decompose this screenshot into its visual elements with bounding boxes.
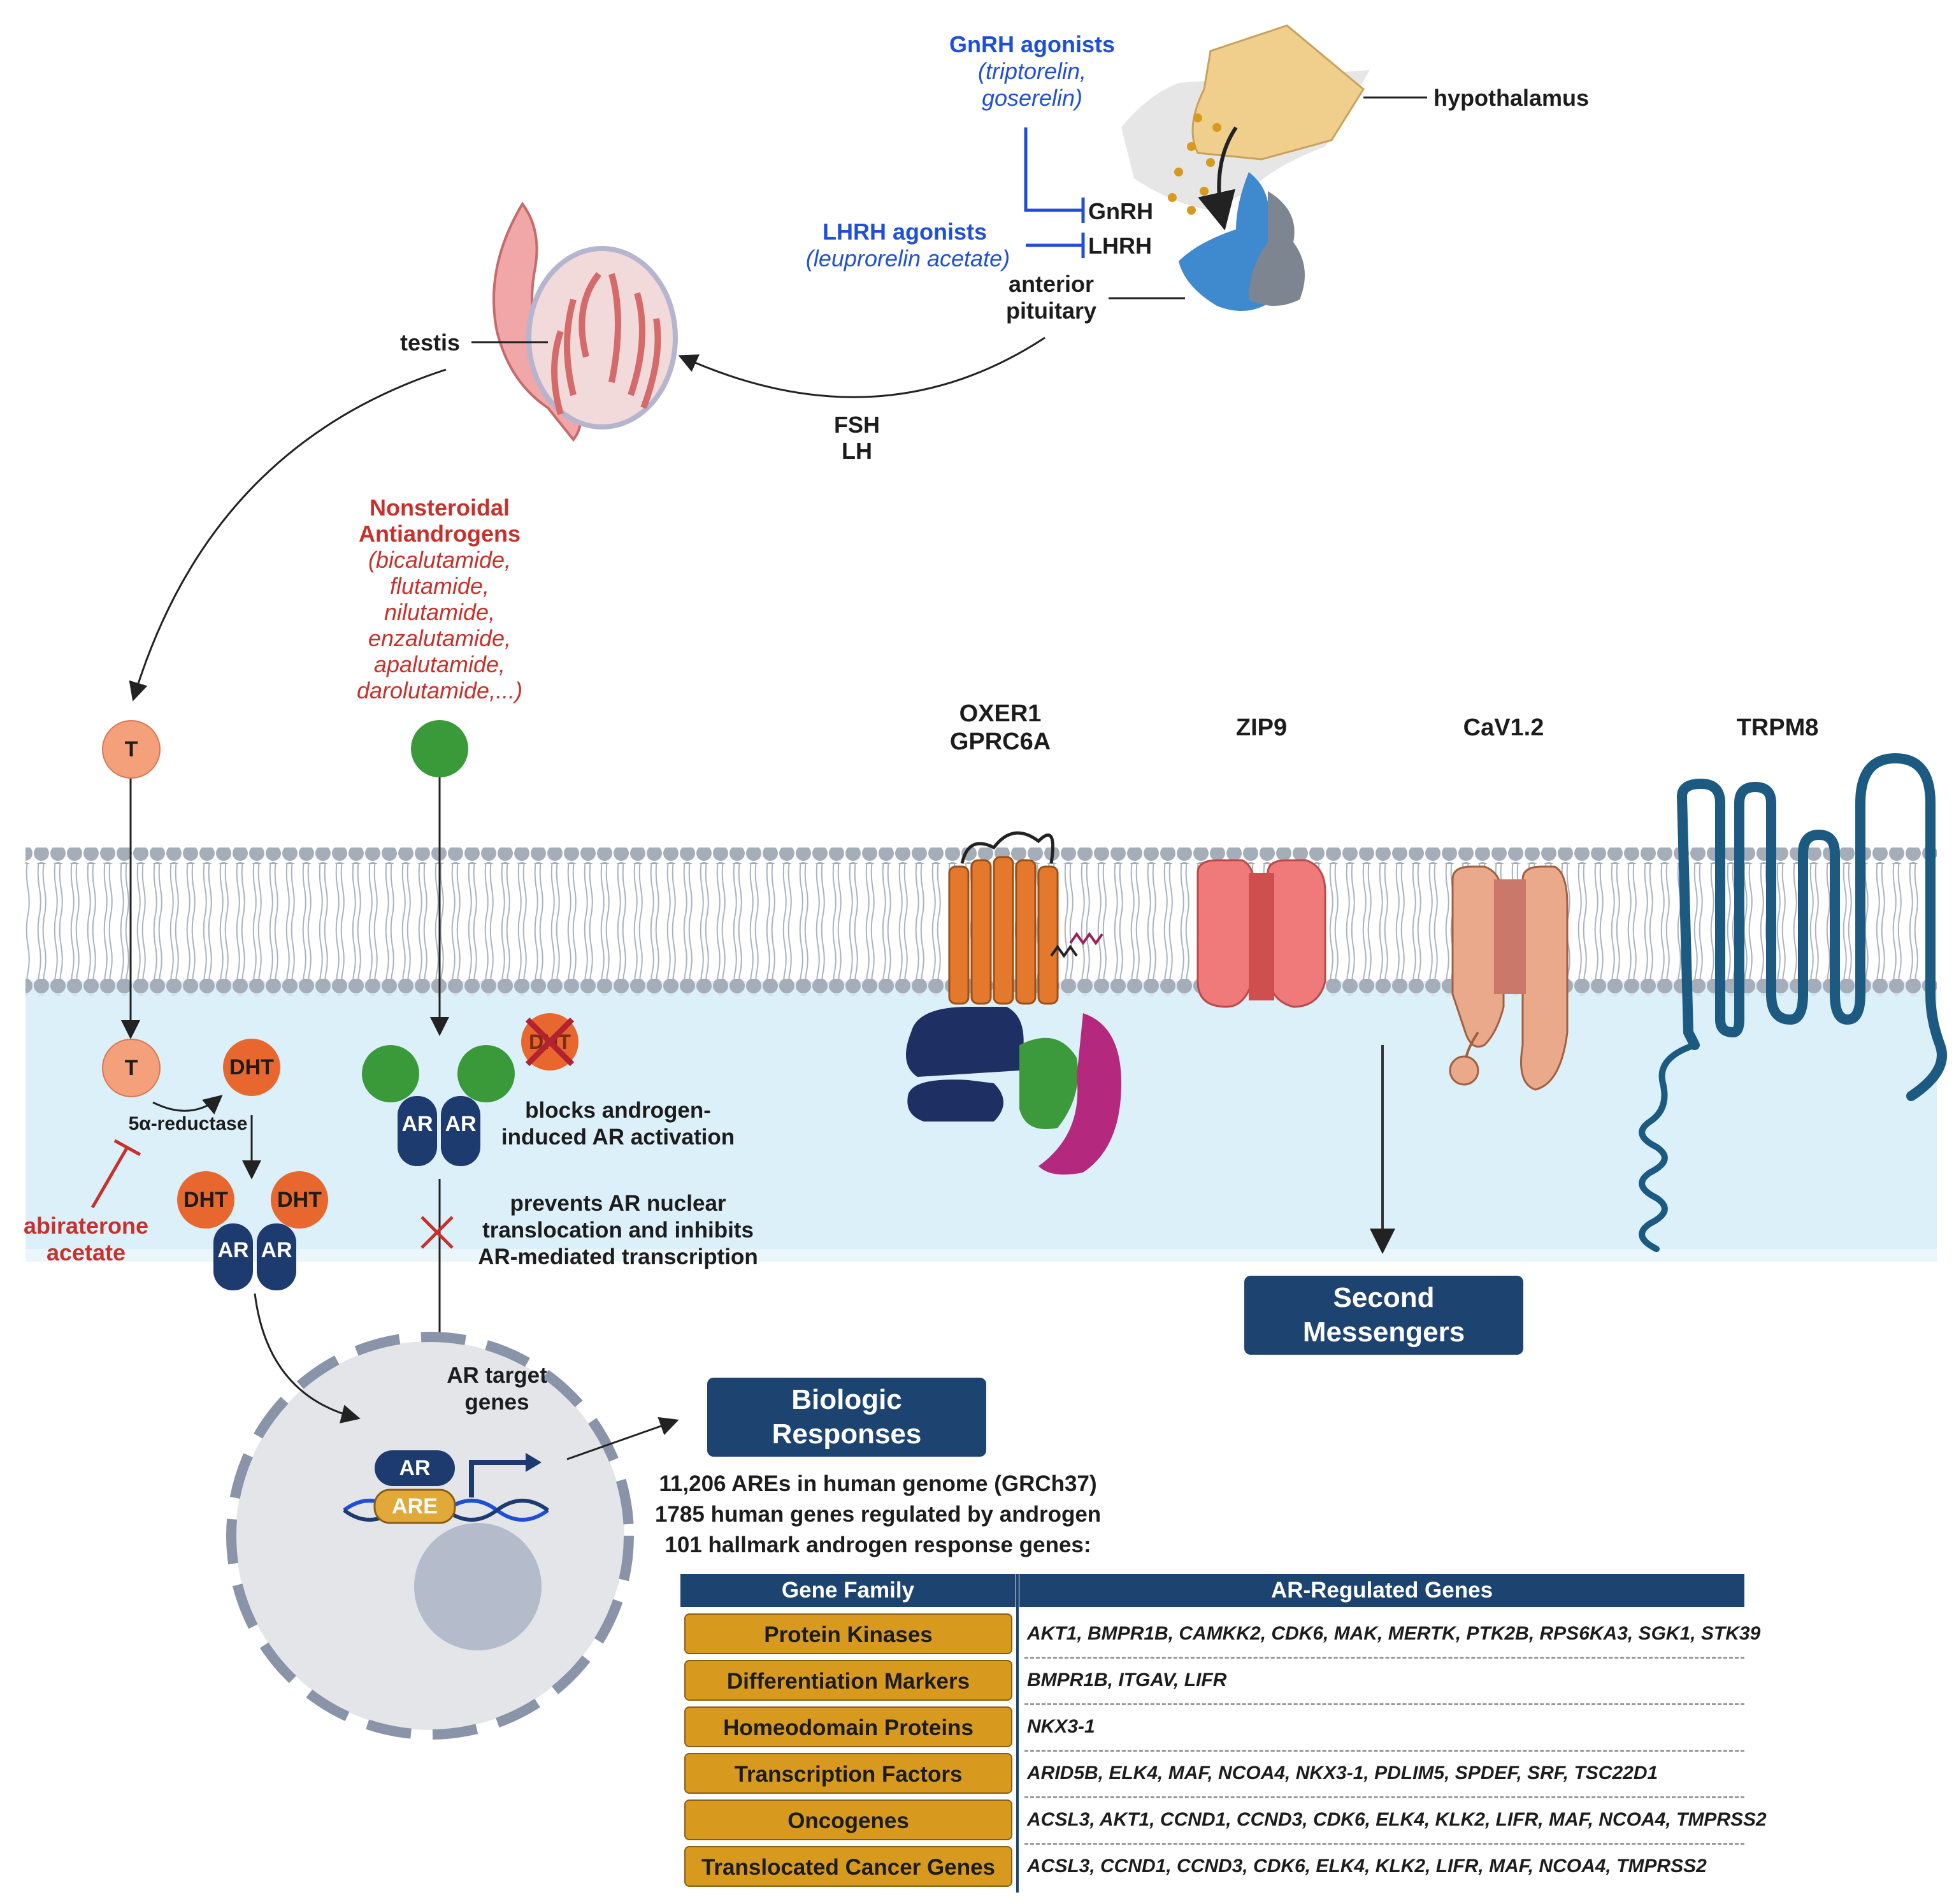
nucleus [226, 1332, 634, 1740]
row-separator [1024, 1703, 1744, 1705]
ar-regulated-genes-cell: AKT1, BMPR1B, CAMKK2, CDK6, MAK, MERTK, … [1027, 1623, 1761, 1644]
table-header-family: Gene Family [680, 1574, 1016, 1607]
antiandrogen-drug-line: (bicalutamide, [368, 547, 512, 573]
ar-left-monomer-a: AR [217, 1238, 249, 1262]
gene-family-cell: Oncogenes [684, 1799, 1012, 1840]
gene-family-cell: Differentiation Markers [684, 1660, 1012, 1701]
testosterone-node-bottom: T [102, 1039, 161, 1097]
oxer1-label: OXER1 [959, 700, 1042, 727]
ar-dimer-middle [398, 1096, 480, 1166]
ar-target-genes-line2: genes [464, 1390, 529, 1415]
antiandrogens-title-line2: Antiandrogens [358, 521, 521, 547]
cav12-channel [1449, 865, 1569, 1091]
row-separator [1024, 1796, 1744, 1798]
lhrh-agonists-drugs: (leuprorelin acetate) [805, 245, 1010, 271]
gene-family-cell: Translocated Cancer Genes [684, 1846, 1012, 1887]
ar-dimer-left [213, 1223, 296, 1290]
antiandrogen-drug-line: flutamide, [389, 573, 490, 599]
prevents-text-line1: prevents AR nuclear [510, 1191, 726, 1216]
second-messengers-line1: Second [1333, 1282, 1435, 1313]
second-messengers-box: Second Messengers [1244, 1276, 1523, 1355]
are-label: ARE [392, 1494, 438, 1518]
cav12-label: CaV1.2 [1463, 714, 1544, 741]
dht-node: DHT [223, 1039, 280, 1096]
hypothalamus-label: hypothalamus [1433, 85, 1590, 111]
gene-family-cell: Protein Kinases [684, 1613, 1012, 1654]
biologic-responses-line1: Biologic [791, 1384, 902, 1415]
stat-hallmark-genes: 101 hallmark androgen response genes: [665, 1533, 1091, 1557]
ar-regulated-genes-cell: ARID5B, ELK4, MAF, NCOA4, NKX3-1, PDLIM5… [1027, 1763, 1658, 1784]
row-separator [1024, 1657, 1744, 1659]
ar-regulated-genes-cell: ACSL3, CCND1, CCND3, CDK6, ELK4, KLK2, L… [1027, 1856, 1707, 1877]
row-separator [1024, 1843, 1744, 1845]
antiandrogen-drug-line: enzalutamide, [368, 625, 512, 651]
dht-bound-left: DHT [177, 1171, 234, 1229]
lh-label: LH [842, 438, 872, 464]
row-separator [1024, 1750, 1744, 1752]
gnrh-agonists-title: GnRH agonists [949, 31, 1115, 57]
anterior-pituitary-label-line1: anterior [1008, 271, 1095, 297]
antiandrogen-drug-line: apalutamide, [373, 651, 506, 677]
blocks-text-line2: induced AR activation [501, 1125, 735, 1150]
anterior-pituitary-label-line2: pituitary [1005, 298, 1096, 324]
gnrh-agonists-drugs-line1: (triptorelin, [977, 58, 1087, 84]
oxer1-gprc6a-receptor [906, 831, 1121, 1175]
testosterone-node-top: T [102, 720, 161, 779]
antiandrogen-bound-left [362, 1045, 419, 1102]
gnrh-label: GnRH [1088, 198, 1153, 224]
antiandrogen-drug-line: darolutamide,...) [356, 677, 523, 703]
trpm8-channel [1639, 753, 1947, 1252]
dht-bound-right: DHT [271, 1171, 328, 1229]
lhrh-agonists-title: LHRH agonists [822, 219, 987, 245]
table-header-genes: AR-Regulated Genes [1019, 1574, 1744, 1607]
gprc6a-label: GPRC6A [949, 728, 1051, 755]
gnrh-agonists-drugs-line2: goserelin) [981, 85, 1083, 111]
blocks-text-line1: blocks androgen- [525, 1098, 711, 1123]
gene-family-cell: Homeodomain Proteins [684, 1706, 1012, 1747]
antiandrogens-title-line1: Nonsteroidal [369, 494, 510, 521]
antiandrogen-bound-right [457, 1045, 515, 1102]
prevents-text-line2: translocation and inhibits [482, 1218, 754, 1243]
fsh-label: FSH [834, 412, 880, 438]
ar-mid-monomer-a: AR [401, 1112, 433, 1136]
trpm8-label: TRPM8 [1736, 714, 1819, 741]
hypothalamus-illustration [1121, 24, 1370, 311]
ar-target-genes-line1: AR target [447, 1363, 547, 1388]
zip9-transporter [1196, 859, 1326, 1008]
antiandrogen-drug-line: nilutamide, [384, 599, 496, 625]
prevents-text-line3: AR-mediated transcription [478, 1244, 758, 1269]
nuclear-ar-label: AR [399, 1456, 431, 1480]
ar-left-monomer-b: AR [261, 1238, 292, 1262]
ar-regulated-genes-cell: BMPR1B, ITGAV, LIFR [1027, 1670, 1227, 1691]
stat-genes-regulated: 1785 human genes regulated by androgen [655, 1502, 1102, 1527]
testis-illustration [492, 201, 678, 442]
table-column-divider [1016, 1574, 1019, 1893]
stat-ares: 11,206 AREs in human genome (GRCh37) [659, 1471, 1097, 1496]
ar-regulated-genes-cell: NKX3-1 [1027, 1716, 1095, 1737]
antiandrogen-molecule [411, 720, 468, 777]
ar-mid-monomer-b: AR [445, 1112, 477, 1136]
5-alpha-reductase-label: 5α-reductase [128, 1113, 248, 1134]
second-messengers-line2: Messengers [1302, 1316, 1465, 1348]
gene-family-cell: Transcription Factors [684, 1753, 1012, 1794]
biologic-responses-line2: Responses [772, 1418, 922, 1450]
abiraterone-label-line2: acetate [46, 1239, 126, 1266]
ar-regulated-genes-cell: ACSL3, AKT1, CCND1, CCND3, CDK6, ELK4, K… [1027, 1809, 1767, 1830]
biologic-responses-box: Biologic Responses [707, 1378, 986, 1457]
blocked-cross-icon [525, 1017, 575, 1067]
testis-label: testis [399, 329, 461, 356]
abiraterone-label-line1: abiraterone [23, 1213, 149, 1239]
lhrh-label: LHRH [1088, 233, 1152, 259]
zip9-label: ZIP9 [1235, 714, 1288, 741]
